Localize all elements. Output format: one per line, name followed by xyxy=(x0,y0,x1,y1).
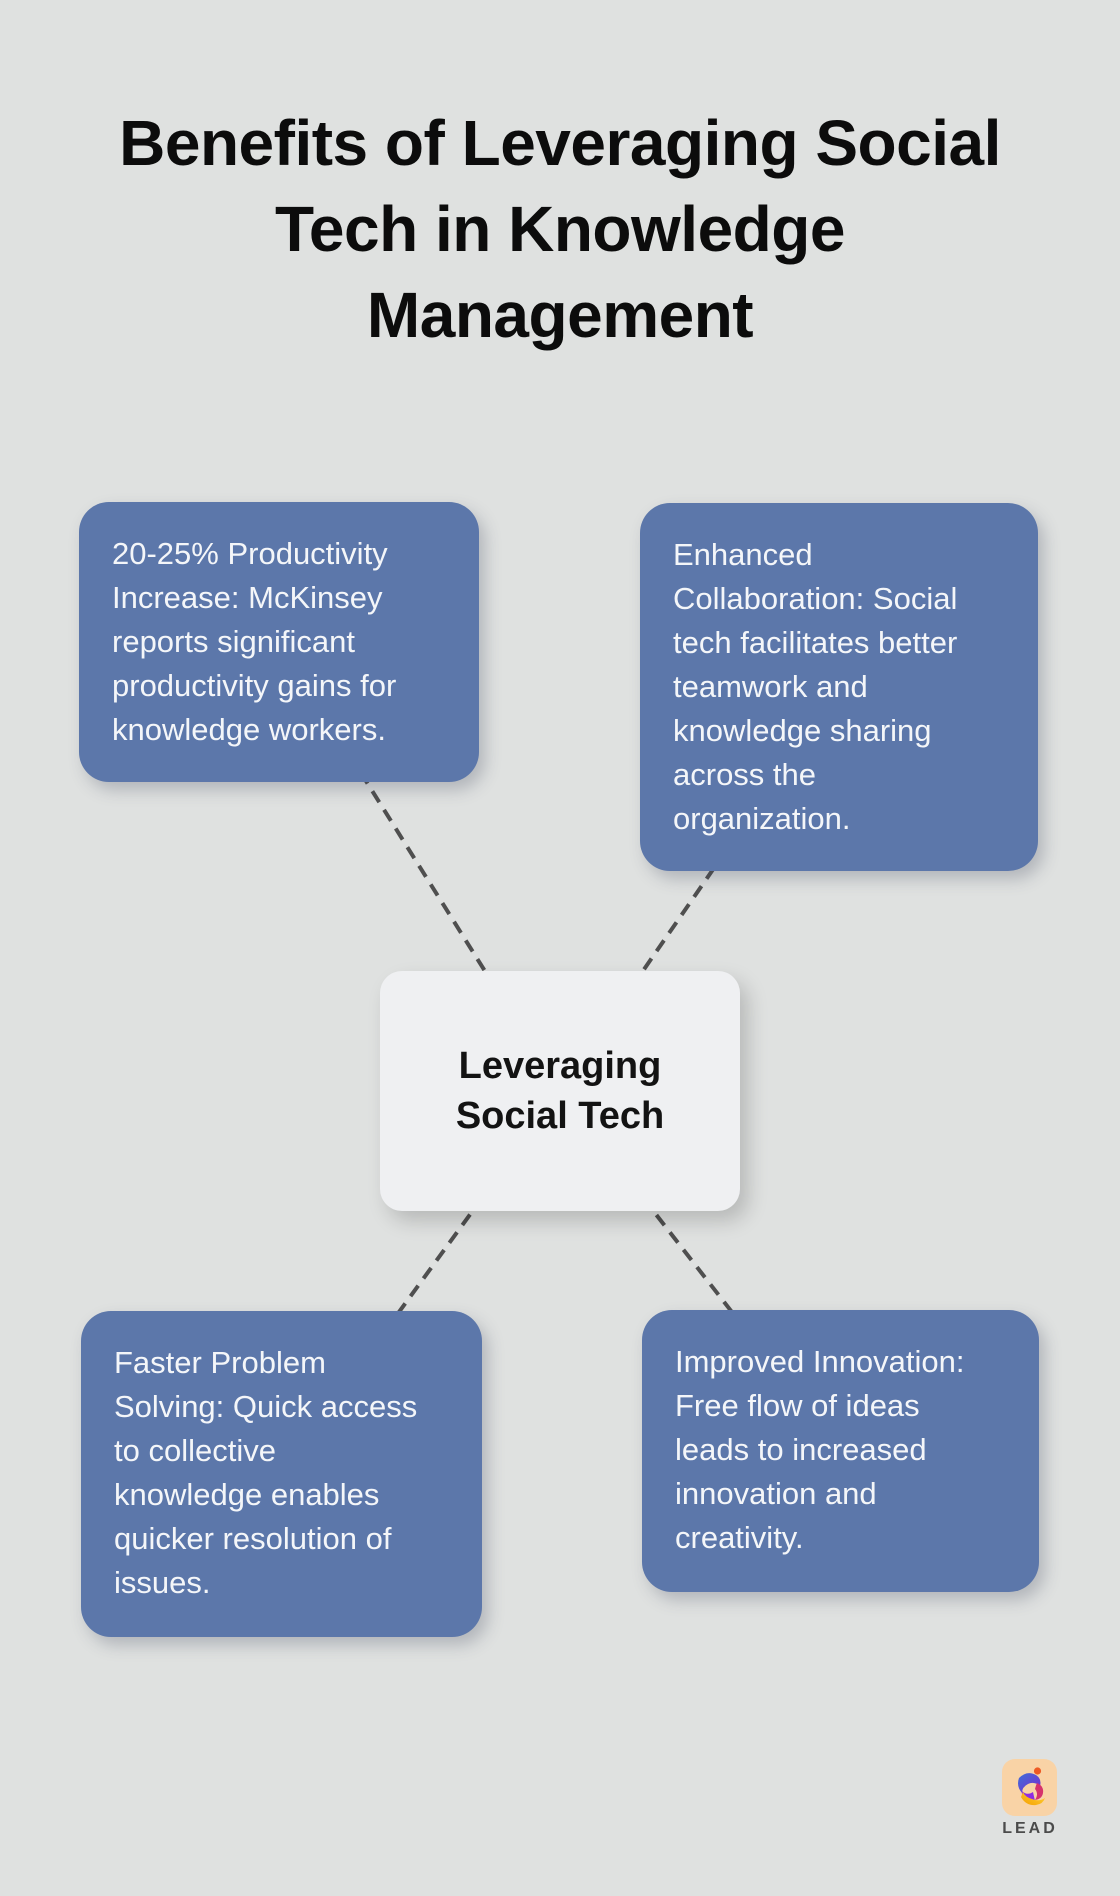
lead-logo-tile xyxy=(1002,1759,1057,1816)
lead-swirl-icon xyxy=(1018,1767,1045,1806)
lead-wordmark: LEAD xyxy=(1002,1820,1058,1837)
page-title: Benefits of Leveraging Social Tech in Kn… xyxy=(119,107,1001,351)
benefit-card-improved-innovation: Improved Innovation: Free flow of ideas … xyxy=(642,1310,1039,1592)
center-node: Leveraging Social Tech xyxy=(380,971,740,1211)
benefit-card-faster-problem-solving: Faster Problem Solving: Quick access to … xyxy=(81,1311,482,1637)
benefit-card-text: Faster Problem Solving: Quick access to … xyxy=(114,1345,418,1600)
benefit-card-text: Improved Innovation: Free flow of ideas … xyxy=(675,1344,965,1555)
benefit-card-text: Enhanced Collaboration: Social tech faci… xyxy=(673,537,958,836)
connector-top-right xyxy=(558,685,841,1093)
benefit-card-text: 20-25% Productivity Increase: McKinsey r… xyxy=(112,536,397,747)
lead-logo: LEAD xyxy=(1002,1759,1058,1838)
benefit-card-productivity-increase: 20-25% Productivity Increase: McKinsey r… xyxy=(79,502,479,782)
center-node-label: Leveraging Social Tech xyxy=(455,1045,665,1137)
benefit-card-enhanced-collaboration: Enhanced Collaboration: Social tech faci… xyxy=(640,503,1038,871)
